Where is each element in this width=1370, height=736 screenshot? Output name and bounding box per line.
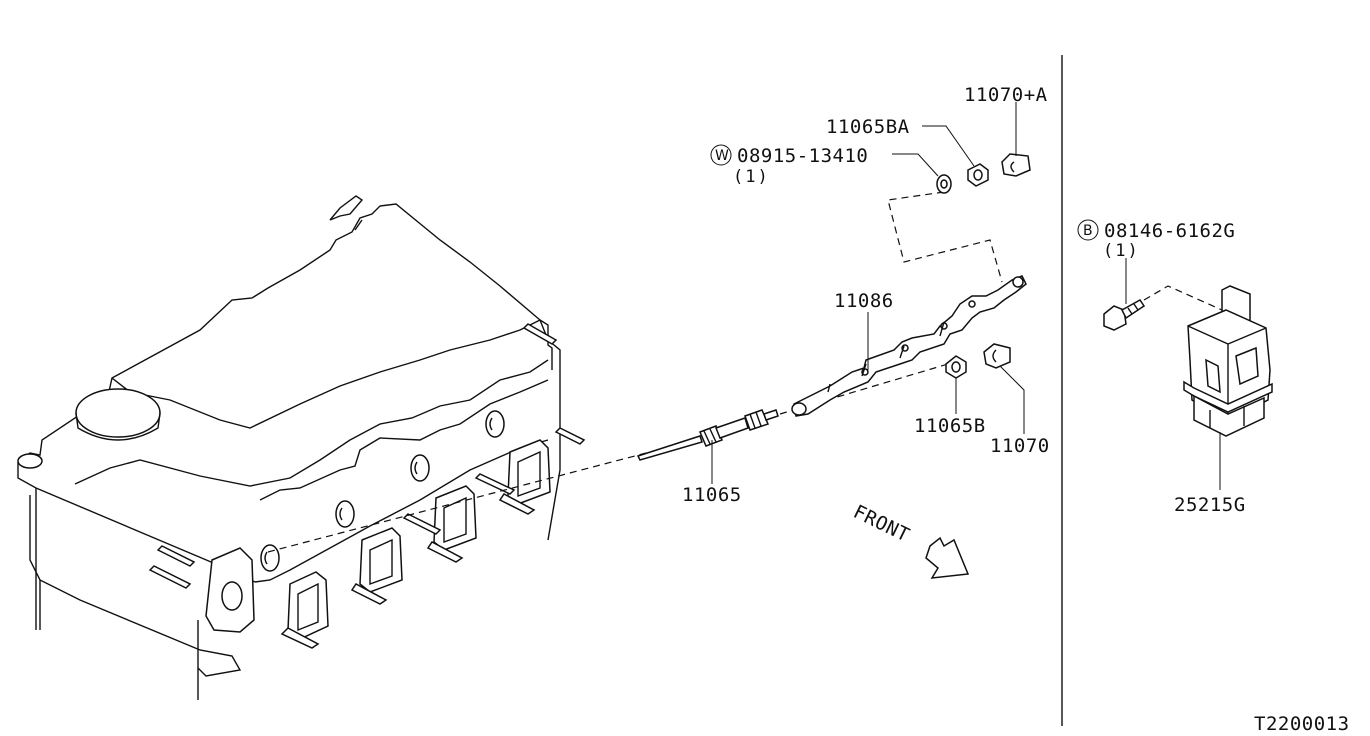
glow-plug xyxy=(636,409,779,461)
glow-plug-dash-line xyxy=(267,451,651,553)
cylinder-head xyxy=(17,195,586,700)
nut-11065b xyxy=(945,355,967,379)
bolt-code: B xyxy=(1083,223,1093,239)
label-11065ba: 11065BA xyxy=(826,116,910,138)
label-washer-qty: (1) xyxy=(733,167,770,187)
oil-cap xyxy=(75,388,161,438)
label-bolt-number: 08146-6162G xyxy=(1104,220,1235,242)
label-25215g: 25215G xyxy=(1174,494,1246,516)
washer-code-circle xyxy=(710,144,732,166)
terminal-cap-11070 xyxy=(983,343,1011,369)
label-11086: 11086 xyxy=(834,290,894,312)
front-label: FRONT xyxy=(850,501,913,547)
relay-bolt xyxy=(1103,299,1146,331)
terminal-cap-11070a xyxy=(1001,153,1031,177)
washer xyxy=(936,174,952,194)
bolt-code-circle xyxy=(1077,219,1099,241)
label-11070: 11070 xyxy=(990,435,1050,457)
washer-code: W xyxy=(715,148,729,164)
front-arrow-icon xyxy=(925,536,970,579)
label-11065b: 11065B xyxy=(914,415,986,437)
figure-id: T2200013 xyxy=(1254,713,1350,735)
label-11065: 11065 xyxy=(682,484,742,506)
label-bolt-qty: (1) xyxy=(1103,241,1140,261)
label-washer-number: 08915-13410 xyxy=(737,145,868,167)
glow-relay xyxy=(1183,285,1273,437)
label-11070a: 11070+A xyxy=(964,84,1048,106)
nut-11065ba xyxy=(967,163,989,187)
connecting-plate xyxy=(791,275,1027,417)
